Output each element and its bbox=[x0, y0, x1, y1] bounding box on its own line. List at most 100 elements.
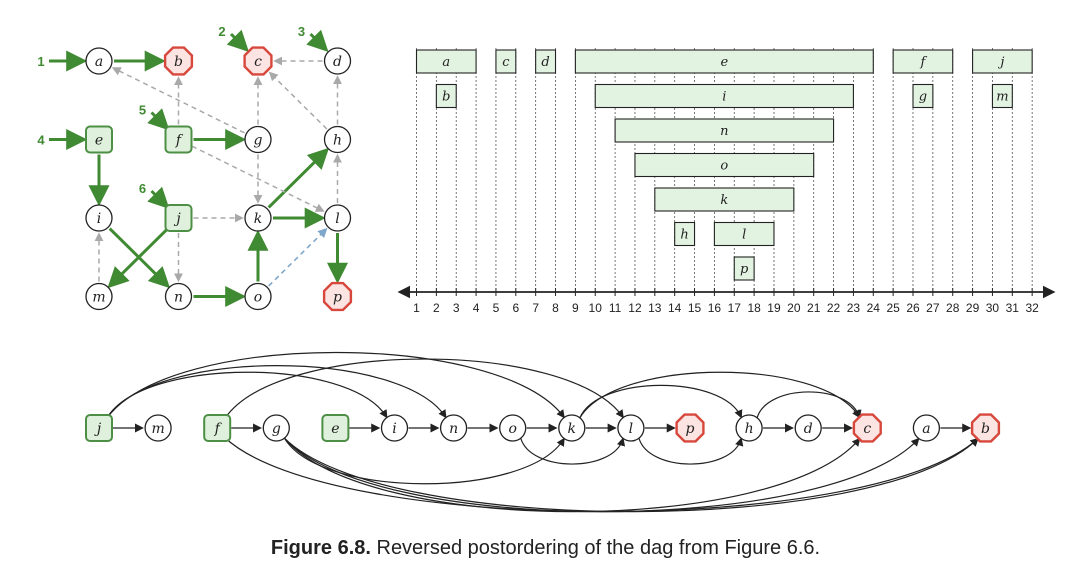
interval-label: o bbox=[720, 159, 728, 174]
node-g: g bbox=[244, 125, 272, 154]
node-label: o bbox=[508, 421, 516, 437]
dag-edge-h-c bbox=[268, 71, 328, 130]
interval-g: g bbox=[912, 83, 934, 109]
node-circle bbox=[144, 414, 172, 442]
tick-label-27: 27 bbox=[926, 301, 940, 315]
source-node-shape bbox=[85, 125, 113, 154]
node-circle bbox=[380, 414, 409, 442]
interval-bar bbox=[535, 49, 557, 74]
source-node-shape bbox=[85, 414, 113, 442]
interval-bar bbox=[495, 49, 517, 74]
node-circle bbox=[85, 204, 113, 232]
sink-node-shape bbox=[852, 413, 882, 443]
node-l: l bbox=[617, 414, 645, 442]
interval-bar bbox=[912, 83, 934, 109]
tick-label-23: 23 bbox=[847, 301, 861, 315]
node-o: o bbox=[244, 282, 272, 311]
tick-label-2: 2 bbox=[433, 301, 440, 315]
node-c: c bbox=[243, 46, 273, 76]
node-n: n bbox=[439, 414, 468, 442]
sink-node-shape bbox=[675, 413, 705, 443]
tick-label-6: 6 bbox=[512, 301, 519, 315]
node-label: n bbox=[449, 421, 458, 437]
node-f: f bbox=[203, 414, 232, 442]
tick-label-30: 30 bbox=[986, 301, 1000, 315]
tick-label-25: 25 bbox=[886, 301, 900, 315]
interval-label: l bbox=[742, 228, 746, 243]
interval-bar bbox=[674, 221, 696, 247]
node-h: h bbox=[323, 125, 352, 154]
tick-label-13: 13 bbox=[648, 301, 662, 315]
start-arrow-label: 2 bbox=[218, 24, 225, 39]
node-k: k bbox=[244, 204, 272, 232]
node-label: b bbox=[174, 54, 183, 70]
sequence-arc-h-c bbox=[756, 391, 862, 419]
sequence-arc-f-b bbox=[224, 437, 979, 513]
start-arrow-3: 3 bbox=[298, 24, 329, 52]
node-label: p bbox=[333, 290, 342, 306]
tick-label-11: 11 bbox=[609, 301, 622, 315]
node-circle bbox=[323, 47, 352, 75]
interval-l: l bbox=[713, 221, 775, 247]
interval-j: j bbox=[972, 49, 1033, 74]
node-label: e bbox=[331, 421, 339, 437]
tick-label-26: 26 bbox=[906, 301, 920, 315]
node-j: j bbox=[164, 204, 193, 232]
source-node-shape bbox=[164, 204, 193, 232]
node-label: g bbox=[254, 133, 263, 149]
node-circle bbox=[558, 414, 586, 442]
interval-bar bbox=[892, 49, 954, 74]
interval-a: a bbox=[415, 49, 477, 74]
node-label: a bbox=[95, 54, 103, 70]
tick-label-7: 7 bbox=[532, 301, 539, 315]
sequence-arc-k-h bbox=[579, 384, 743, 419]
tick-label-14: 14 bbox=[668, 301, 682, 315]
tick-label-5: 5 bbox=[493, 301, 500, 315]
interval-bar bbox=[991, 83, 1013, 109]
node-circle bbox=[617, 414, 645, 442]
tick-label-24: 24 bbox=[867, 301, 881, 315]
node-c: c bbox=[852, 413, 882, 443]
node-label: e bbox=[95, 133, 103, 149]
start-arrow-label: 3 bbox=[298, 24, 305, 39]
interval-label: c bbox=[502, 55, 510, 70]
tick-label-19: 19 bbox=[767, 301, 781, 315]
node-circle bbox=[323, 125, 352, 154]
interval-label: e bbox=[720, 55, 728, 70]
node-label: i bbox=[392, 421, 396, 437]
interval-bar bbox=[713, 221, 775, 247]
node-e: e bbox=[321, 414, 350, 442]
interval-n: n bbox=[614, 118, 835, 143]
interval-label: b bbox=[442, 90, 450, 105]
node-i: i bbox=[380, 414, 409, 442]
node-g: g bbox=[262, 414, 290, 442]
node-circle bbox=[794, 414, 822, 442]
tick-label-31: 31 bbox=[1006, 301, 1020, 315]
tick-label-28: 28 bbox=[946, 301, 960, 315]
node-label: m bbox=[151, 421, 164, 437]
node-label: k bbox=[254, 211, 262, 227]
interval-label: m bbox=[996, 90, 1008, 105]
sink-node-shape bbox=[322, 281, 353, 312]
interval-label: f bbox=[920, 55, 928, 70]
start-arrow-label: 1 bbox=[37, 54, 44, 69]
caption-number: Figure 6.8. bbox=[270, 537, 371, 559]
node-circle bbox=[85, 282, 113, 311]
node-l: l bbox=[323, 204, 352, 232]
node-label: p bbox=[686, 421, 695, 437]
node-label: d bbox=[804, 421, 813, 437]
node-circle bbox=[164, 282, 193, 311]
interval-bar bbox=[594, 83, 854, 109]
start-arrow-1: 1 bbox=[37, 50, 88, 72]
node-circle bbox=[244, 125, 272, 154]
tick-label-22: 22 bbox=[827, 301, 841, 315]
figure-caption: Figure 6.8. Reversed postordering of the… bbox=[0, 537, 1091, 560]
start-arrow-line bbox=[306, 29, 329, 52]
interval-d: d bbox=[535, 49, 557, 74]
sequence-arc-o-l bbox=[520, 437, 626, 465]
sequence-arc-k-c bbox=[579, 371, 861, 419]
interval-label: g bbox=[919, 90, 927, 105]
node-label: c bbox=[254, 54, 262, 70]
